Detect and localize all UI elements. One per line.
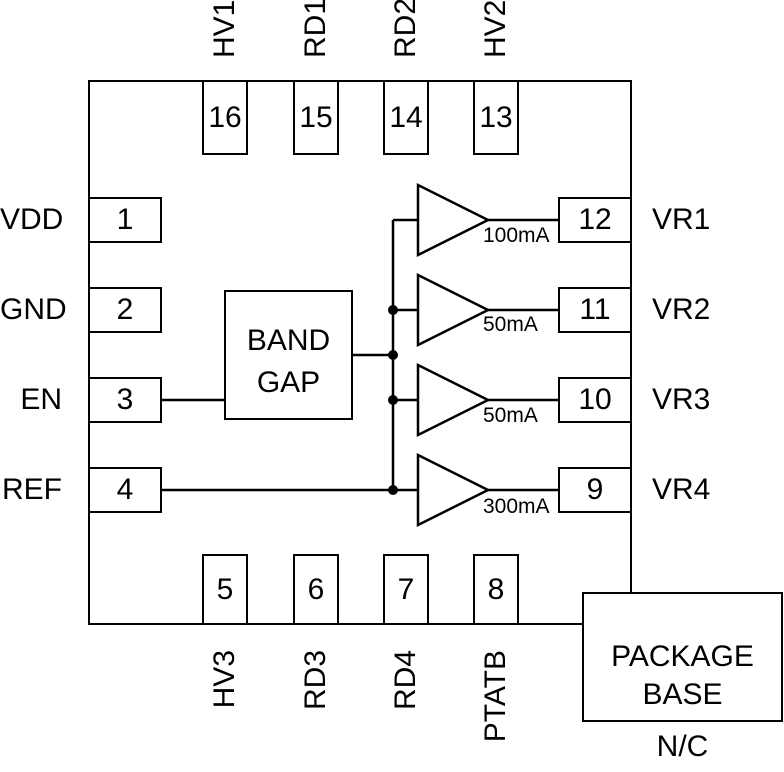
pin-number: 2 — [116, 293, 134, 326]
pin-number: 16 — [208, 100, 242, 134]
pin-number: 13 — [479, 100, 513, 134]
amplifier-triangle-2 — [416, 272, 491, 348]
pin-box-14: 14 — [383, 80, 429, 155]
band-gap-line1: BAND — [246, 324, 331, 357]
pin-box-8: 8 — [473, 554, 519, 625]
pin-box-9: 9 — [558, 467, 632, 513]
pin-number: 9 — [586, 473, 604, 506]
pin-number: 8 — [487, 572, 505, 606]
pin-box-5: 5 — [202, 554, 248, 625]
pin-label-gnd: GND — [0, 293, 67, 326]
pin-label-vr3: VR3 — [652, 383, 711, 416]
pin-box-16: 16 — [202, 80, 248, 155]
pin-number: 11 — [579, 293, 611, 326]
amplifier-triangle-4 — [416, 452, 491, 528]
current-label-amp1: 100mA — [483, 224, 550, 247]
current-label-amp3: 50mA — [483, 404, 538, 427]
pin-box-4: 4 — [88, 467, 162, 513]
pin-label-vr4: VR4 — [652, 473, 711, 506]
pin-number: 7 — [397, 572, 415, 606]
package-base-box: PACKAGE BASE — [582, 592, 783, 722]
pin-number: 3 — [116, 383, 134, 416]
current-label-amp2: 50mA — [483, 313, 538, 336]
pin-box-11: 11 — [558, 287, 632, 333]
pin-number: 1 — [116, 203, 134, 236]
chip-outline — [88, 80, 632, 625]
pin-label-vdd: VDD — [0, 203, 64, 236]
pin-box-7: 7 — [383, 554, 429, 625]
pin-box-15: 15 — [293, 80, 339, 155]
current-label-amp4: 300mA — [483, 495, 550, 518]
pin-box-12: 12 — [558, 197, 632, 243]
pin-number: 6 — [307, 572, 325, 606]
package-base-line2: BASE — [642, 678, 723, 711]
package-base-line1: PACKAGE — [611, 640, 754, 673]
pin-number: 15 — [299, 100, 333, 134]
package-base-nc-label: N/C — [656, 730, 709, 763]
junction-dot — [388, 485, 398, 495]
pin-number: 5 — [216, 572, 234, 606]
band-gap-block: BAND GAP — [224, 290, 353, 420]
pin-number: 14 — [389, 100, 423, 134]
pin-label-ref: REF — [2, 473, 62, 506]
junction-dot — [388, 350, 398, 360]
amplifier-triangle-3 — [416, 362, 491, 438]
pin-label-vr1: VR1 — [652, 203, 711, 236]
junction-dot — [388, 395, 398, 405]
pin-box-6: 6 — [293, 554, 339, 625]
package-base-text: PACKAGE BASE — [584, 638, 781, 714]
pin-box-10: 10 — [558, 377, 632, 423]
band-gap-line2: GAP — [256, 366, 321, 399]
pin-number: 4 — [116, 473, 134, 506]
pin-number: 12 — [578, 203, 612, 236]
pin-number: 10 — [578, 383, 612, 416]
pin-box-2: 2 — [88, 287, 162, 333]
junction-dot — [388, 305, 398, 315]
amplifier-triangle-1 — [416, 182, 491, 258]
pin-label-vr2: VR2 — [652, 293, 711, 326]
pin-box-1: 1 — [88, 197, 162, 243]
pin-label-en: EN — [20, 383, 62, 416]
pin-box-3: 3 — [88, 377, 162, 423]
pin-box-13: 13 — [473, 80, 519, 155]
